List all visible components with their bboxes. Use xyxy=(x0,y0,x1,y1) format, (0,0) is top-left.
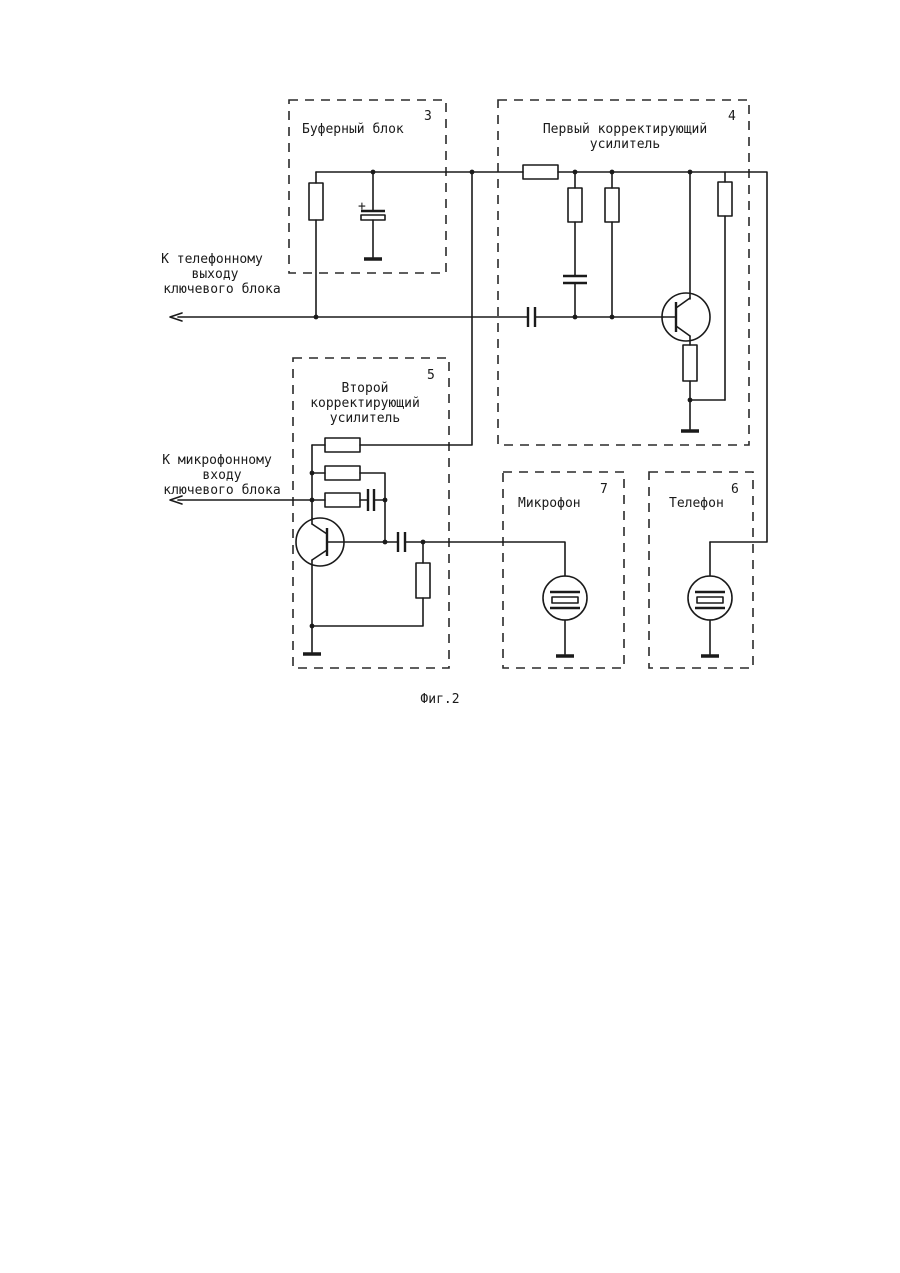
amp2-transistor xyxy=(296,518,385,652)
microphone-element xyxy=(543,576,587,654)
block-3-title: Буферный блок xyxy=(302,122,404,137)
svg-text:+: + xyxy=(358,199,366,214)
phone-output-label-line3: ключевого блока xyxy=(163,282,280,297)
buffer-electrolytic-capacitor: + xyxy=(358,172,385,257)
phone-output-label-line1: К телефонному xyxy=(161,252,263,267)
amp2-resistor-network xyxy=(312,438,385,542)
block-4-title-line1: Первый корректирующий xyxy=(543,122,707,137)
block-4-number: 4 xyxy=(728,109,736,124)
block-5-number: 5 xyxy=(427,368,435,383)
block-7-number: 7 xyxy=(600,482,608,497)
top-rail xyxy=(316,172,767,542)
mic-input-label-line1: К микрофонному xyxy=(162,453,272,468)
buffer-resistor-branch xyxy=(309,172,323,317)
block-5-title-line2: корректирующий xyxy=(310,396,420,411)
mic-input-label-line2: входу xyxy=(202,468,241,483)
telephone-element xyxy=(688,542,732,654)
amp1-bias-resistor xyxy=(605,172,619,317)
block-6-title: Телефон xyxy=(669,496,724,511)
block-4-title-line2: усилитель xyxy=(590,137,660,152)
series-resistor-top xyxy=(523,165,558,179)
amp1-transistor xyxy=(662,293,710,345)
amp1-feedback-resistor xyxy=(718,172,732,400)
coupling-capacitor-1 xyxy=(528,307,535,327)
phone-output-label-line2: выходу xyxy=(192,267,239,282)
figure-caption: Фиг.2 xyxy=(420,692,459,707)
amp2-load-resistor xyxy=(312,542,430,626)
block-6-number: 6 xyxy=(731,482,739,497)
amp1-rc-branch xyxy=(563,172,587,317)
amp2-output-capacitor xyxy=(385,532,565,576)
block-3-number: 3 xyxy=(424,109,432,124)
block-7-title: Микрофон xyxy=(518,496,581,511)
block-5-title-line1: Второй xyxy=(342,381,389,396)
amp1-emitter-resistor xyxy=(683,345,725,429)
block-5-title-line3: усилитель xyxy=(330,411,400,426)
